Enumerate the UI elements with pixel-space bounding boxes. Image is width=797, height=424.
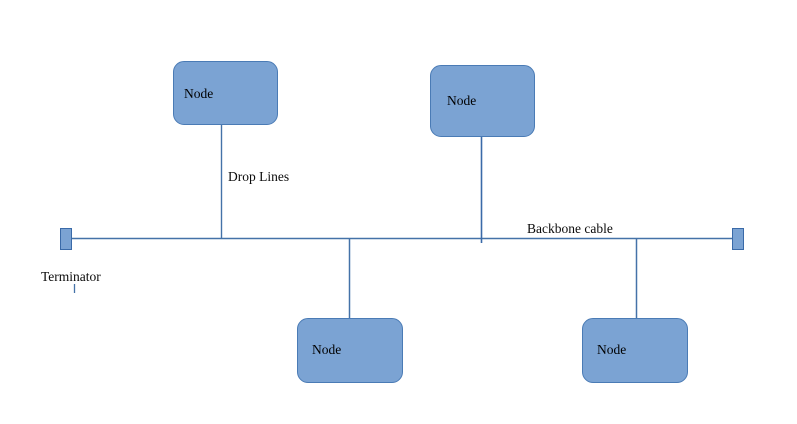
node-bottom-left-label: Node	[312, 342, 342, 357]
node-bottom-right[interactable]	[582, 318, 688, 383]
node-bottom-right-label: Node	[597, 342, 627, 357]
node-top-left-label: Node	[184, 86, 214, 101]
node-top-left[interactable]	[173, 61, 278, 125]
left-terminator	[60, 228, 72, 250]
terminator-label: Terminator	[41, 269, 101, 284]
drop-lines-label: Drop Lines	[228, 169, 290, 184]
node-top-right-label: Node	[447, 93, 477, 108]
right-terminator	[732, 228, 744, 250]
node-top-right[interactable]	[430, 65, 535, 137]
backbone-cable-label: Backbone cable	[527, 221, 613, 236]
node-bottom-left[interactable]	[297, 318, 403, 383]
